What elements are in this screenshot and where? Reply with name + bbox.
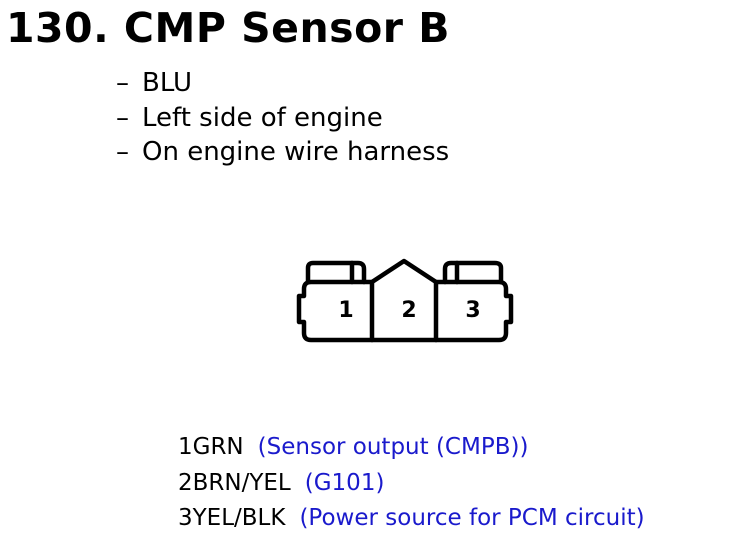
bullet-dash: – (116, 68, 129, 98)
left-latch-tab (305, 260, 367, 285)
bullet-dash: – (116, 137, 129, 167)
connector-diagram: 1 2 3 (296, 258, 514, 343)
pin-label-1: 1 (338, 298, 353, 323)
info-mounting: –On engine wire harness (116, 135, 449, 170)
pin-row: 3YEL/BLK (Power source for PCM circuit) (178, 501, 645, 537)
pin-id: 2BRN/YEL (178, 469, 291, 496)
pin-id: 3YEL/BLK (178, 505, 286, 531)
connector-body (296, 258, 514, 343)
pin-list: 1GRN (Sensor output (CMPB)) 2BRN/YEL (G101… (178, 430, 645, 537)
pin-row: 1GRN (Sensor output (CMPB)) (178, 430, 645, 466)
info-text: BLU (142, 68, 193, 98)
pin-description: (Power source for PCM circuit) (299, 505, 645, 531)
pin-label-3: 3 (465, 298, 480, 323)
pin-id: 1GRN (178, 434, 244, 460)
info-color: –BLU (116, 66, 449, 101)
pin-label-2: 2 (401, 298, 416, 323)
pin-description: (Sensor output (CMPB)) (257, 434, 529, 460)
info-text: Left side of engine (142, 102, 383, 133)
info-location: –Left side of engine (116, 101, 449, 136)
right-latch-tab (442, 260, 504, 285)
pin-description: (G101) (304, 469, 385, 496)
connector-info-list: –BLU –Left side of engine –On engine wir… (116, 66, 449, 170)
info-text: On engine wire harness (142, 137, 450, 167)
bullet-dash: – (116, 102, 129, 133)
page-title: 130. CMP Sensor B (6, 4, 450, 52)
pin-row: 2BRN/YEL (G101) (178, 466, 645, 502)
